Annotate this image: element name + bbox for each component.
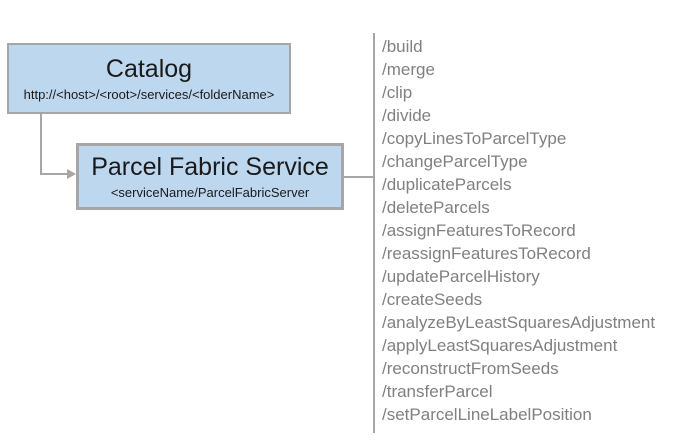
operation-item: /transferParcel [382,382,493,401]
operation-item: /assignFeaturesToRecord [382,221,576,240]
connector-catalog-vertical-line [40,114,42,175]
connector-catalog-horizontal-line [40,173,69,175]
operation-item: /changeParcelType [382,152,528,171]
operation-item: /build [382,37,423,56]
arrowhead-icon [67,169,76,179]
operation-item: /duplicateParcels [382,175,512,194]
operation-item: /reassignFeaturesToRecord [382,244,591,263]
catalog-box-url: http://<host>/<root>/services/<folderNam… [23,86,275,102]
operation-item: /applyLeastSquaresAdjustment [382,336,618,355]
operation-item: /merge [382,60,435,79]
parcel-fabric-service-box: Parcel Fabric Service <serviceName/Parce… [76,143,344,210]
operation-item: /clip [382,83,413,102]
operation-item: /deleteParcels [382,198,490,217]
catalog-box: Catalog http://<host>/<root>/services/<f… [7,43,291,114]
catalog-box-title: Catalog [105,55,193,84]
operation-item: /divide [382,106,432,125]
connector-service-horizontal-line [344,176,373,178]
service-box-path: <serviceName/ParcelFabricServer [110,184,310,200]
operations-list: /build/merge/clip/divide/copyLinesToParc… [382,35,655,426]
operation-item: /createSeeds [382,290,483,309]
operation-item: /reconstructFromSeeds [382,359,559,378]
operation-item: /analyzeByLeastSquaresAdjustment [382,313,656,332]
operations-divider-line [373,33,375,433]
service-box-title: Parcel Fabric Service [91,153,329,182]
operation-item: /copyLinesToParcelType [382,129,567,148]
operation-item: /setParcelLineLabelPosition [382,405,592,424]
operation-item: /updateParcelHistory [382,267,540,286]
